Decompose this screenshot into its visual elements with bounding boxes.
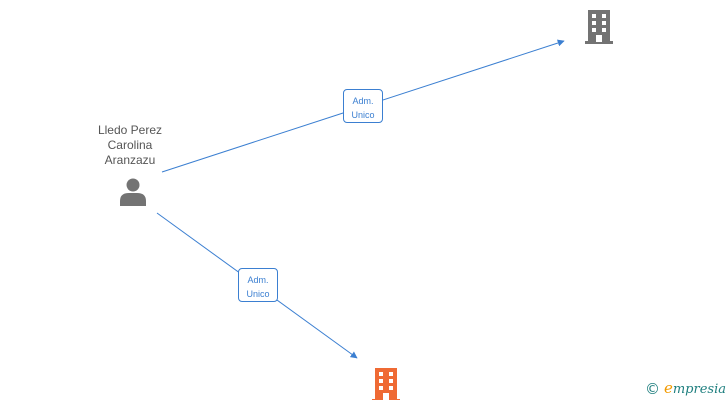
relation-label[interactable]: Adm. Unico (238, 268, 278, 302)
person-name: Lledo Perez Carolina Aranzazu (80, 123, 180, 168)
brand-rest: mpresia (672, 382, 726, 397)
person-name-line: Carolina (107, 138, 153, 152)
building-icon[interactable] (583, 8, 615, 44)
relation-label-line: Unico (351, 110, 375, 120)
relation-label-line: Unico (246, 289, 270, 299)
brand-logo: empresia (663, 379, 726, 398)
watermark: © empresia (645, 379, 728, 399)
relation-label[interactable]: Adm. Unico (343, 89, 383, 123)
relation-label-line: Adm. (247, 275, 269, 285)
building-icon[interactable] (370, 366, 402, 400)
relation-label-line: Adm. (352, 96, 374, 106)
person-name-line: Lledo Perez (97, 123, 163, 137)
brand-initial: e (663, 379, 673, 397)
person-name-line: Aranzazu (104, 153, 156, 167)
person-icon[interactable] (118, 176, 148, 206)
copyright-icon: © (644, 379, 660, 398)
